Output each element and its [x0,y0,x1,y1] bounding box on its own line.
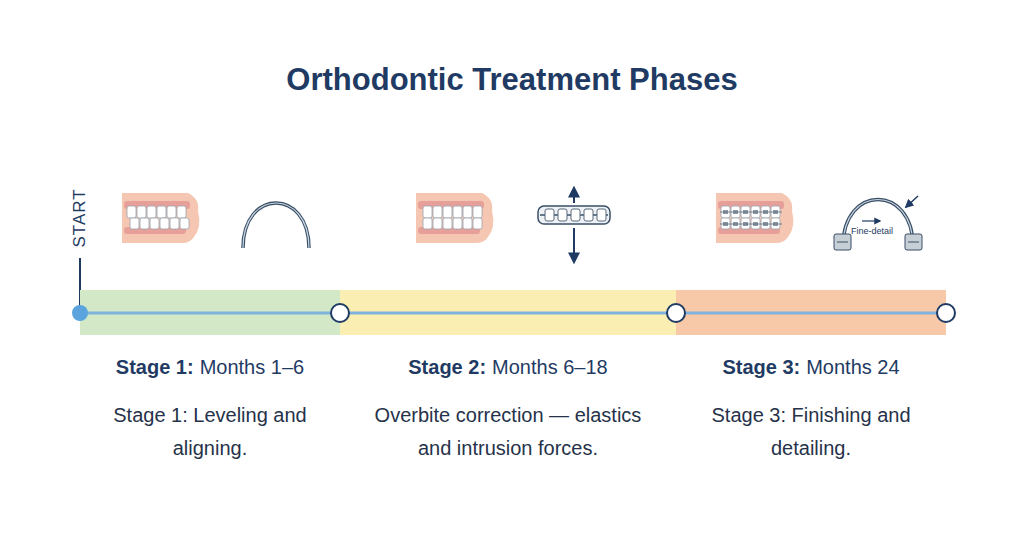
tooth [741,218,750,229]
title: Orthodontic Treatment Phases [0,62,1024,98]
tooth [180,218,189,229]
stage-heading: Stage 3: Months 24 [616,356,1006,379]
stage-duration: Months 6–18 [492,356,608,378]
tooth [453,218,462,229]
tooth [473,218,482,229]
tooth [160,218,169,229]
stage-description: Stage 1: Leveling and aligning. [110,399,310,465]
tooth [140,218,149,229]
tooth [177,206,186,218]
finishing-archwire [834,196,922,250]
tooth [127,206,136,218]
tooth [731,218,740,229]
milestone-dot [667,304,685,322]
stage-description: Stage 3: Finishing and detailing. [686,399,936,465]
jaw-profile [122,193,199,243]
tooth [130,218,139,229]
tooth [473,206,482,218]
milestone-dot [331,304,349,322]
tooth [167,206,176,218]
tooth [463,206,472,218]
archwire-shine [243,203,309,248]
stage-heading: Stage 2: Months 6–18 [280,356,736,379]
tooth [443,218,452,229]
tooth [423,206,432,218]
tooth [170,218,179,229]
callout-label: Fine-detail [851,226,893,236]
tooth [150,218,159,229]
start-dot [72,305,88,321]
start-label: START [70,188,90,247]
stage-duration: Months 1–6 [200,356,305,378]
tooth [137,206,146,218]
tooth [157,206,166,218]
stage-heading: Stage 1: Months 1–6 [20,356,400,379]
tooth [423,218,432,229]
jaw-profile [416,193,493,243]
tooth [751,218,760,229]
tooth [721,218,730,229]
stage-number: Stage 3: [722,356,800,378]
tooth [761,218,770,229]
stage-number: Stage 2: [408,356,486,378]
tooth [443,206,452,218]
milestone-dot [937,304,955,322]
tooth [453,206,462,218]
tooth [433,218,442,229]
stage-duration: Months 24 [806,356,899,378]
archwire [243,203,309,248]
stage-number: Stage 1: [116,356,194,378]
tooth [147,206,156,218]
tooth [433,206,442,218]
stage-description: Overbite correction — elastics and intru… [358,399,658,465]
tooth [771,218,780,229]
bracket-icon [538,188,610,262]
jaw-profile [716,193,793,243]
tooth [463,218,472,229]
